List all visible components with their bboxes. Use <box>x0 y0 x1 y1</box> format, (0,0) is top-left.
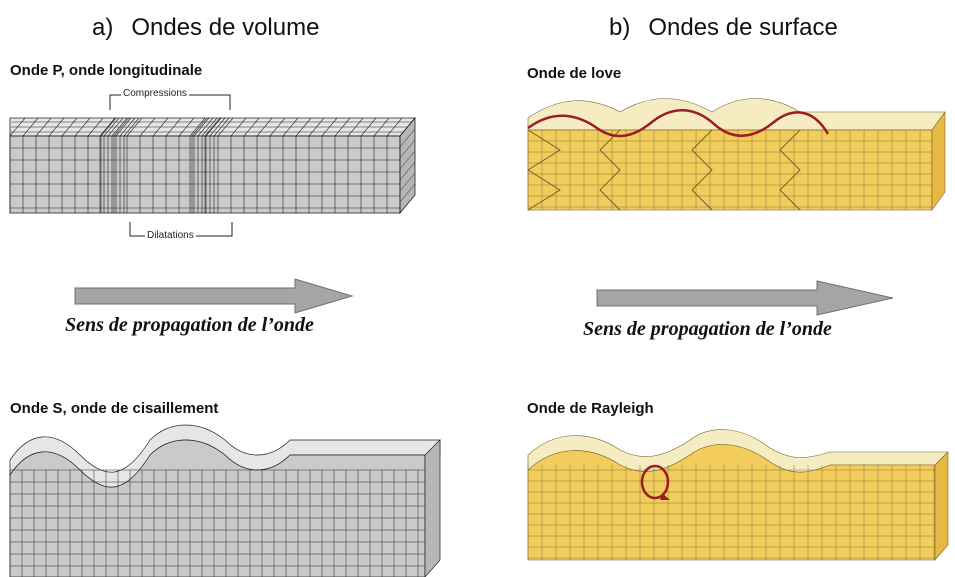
left-propagation-arrow <box>74 278 354 314</box>
love-wave-title: Onde de love <box>527 65 622 82</box>
p-wave-title: Onde P, onde longitudinale <box>10 62 203 79</box>
p-wave-block <box>9 116 416 215</box>
left-propagation-caption: Sens de propagation de l’onde <box>65 314 314 336</box>
surface-waves-header: b)Ondes de surface <box>609 14 838 41</box>
rayleigh-orbit-circle <box>640 464 670 500</box>
love-wave-block <box>527 98 946 211</box>
s-wave-block <box>9 424 441 577</box>
love-wave-red-line <box>527 109 830 138</box>
right-propagation-arrow <box>596 280 894 316</box>
rayleigh-wave-block <box>527 429 949 561</box>
love-wave-front-face <box>527 129 933 211</box>
s-wave-title: Onde S, onde de cisaillement <box>10 400 219 417</box>
right-propagation-caption: Sens de propagation de l’onde <box>583 318 832 340</box>
compressions-label: Compressions <box>121 88 189 99</box>
dilatations-label: Dilatations <box>145 230 196 241</box>
rayleigh-wave-title: Onde de Rayleigh <box>527 400 654 417</box>
rayleigh-orbit-arrowhead <box>660 494 670 500</box>
volume-waves-header: a)Ondes de volume <box>92 14 320 41</box>
